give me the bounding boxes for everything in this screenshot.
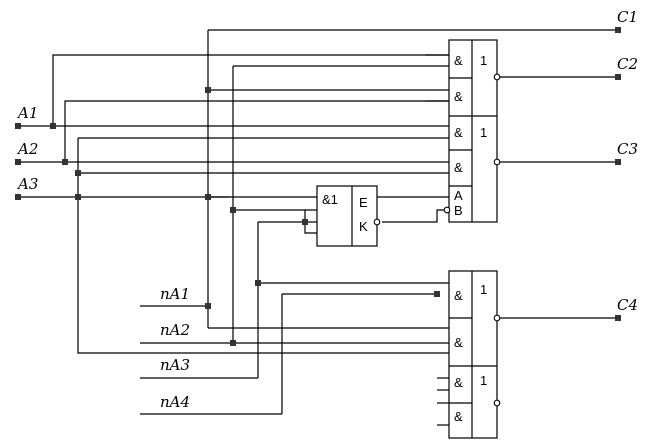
switch-k-label: K: [359, 219, 368, 234]
switch-block: &1 E K: [316, 185, 378, 247]
mux-input-b-label: B: [454, 203, 463, 218]
upper-or-gate-1-label: 1: [480, 53, 487, 68]
lower-and-gate-3-label: &: [454, 375, 463, 390]
input-na1-label: nA1: [160, 285, 190, 303]
upper-gate-block: & & 1 & & 1 A B: [448, 39, 498, 223]
input-na2-label: nA2: [160, 321, 190, 339]
mux-input-a-label: A: [454, 188, 463, 203]
lower-or-gate-1-label: 1: [480, 282, 487, 297]
upper-and-gate-1-label: &: [454, 53, 463, 68]
upper-or-gate-2-label: 1: [480, 125, 487, 140]
lower-and-gate-1-label: &: [454, 288, 463, 303]
lower-or-gate-2-label: 1: [480, 373, 487, 388]
junction-dots: [15, 27, 621, 346]
input-a3-label: A3: [16, 175, 38, 193]
input-a2-label: A2: [16, 140, 38, 158]
lower-and-gate-4-label: &: [454, 409, 463, 424]
output-c3-label: C3: [617, 140, 638, 158]
input-na3-label: nA3: [160, 356, 190, 374]
inversion-bubbles: [373, 73, 501, 407]
wires: [18, 29, 618, 426]
switch-e-label: E: [359, 195, 368, 210]
output-c1-label: C1: [617, 8, 638, 26]
upper-and-gate-2-label: &: [454, 89, 463, 104]
lower-gate-block: & & 1 & & 1: [448, 270, 498, 439]
output-c2-label: C2: [617, 55, 638, 73]
switch-and-or-label: &1: [322, 192, 338, 207]
input-a1-label: A1: [16, 104, 38, 122]
lower-and-gate-2-label: &: [454, 335, 463, 350]
upper-and-gate-4-label: &: [454, 160, 463, 175]
output-c4-label: C4: [617, 296, 638, 314]
upper-and-gate-3-label: &: [454, 125, 463, 140]
input-na4-label: nA4: [160, 393, 190, 411]
signal-labels: A1 A2 A3 nA1 nA2 nA3 nA4 C1 C2 C3 C4: [16, 8, 638, 411]
